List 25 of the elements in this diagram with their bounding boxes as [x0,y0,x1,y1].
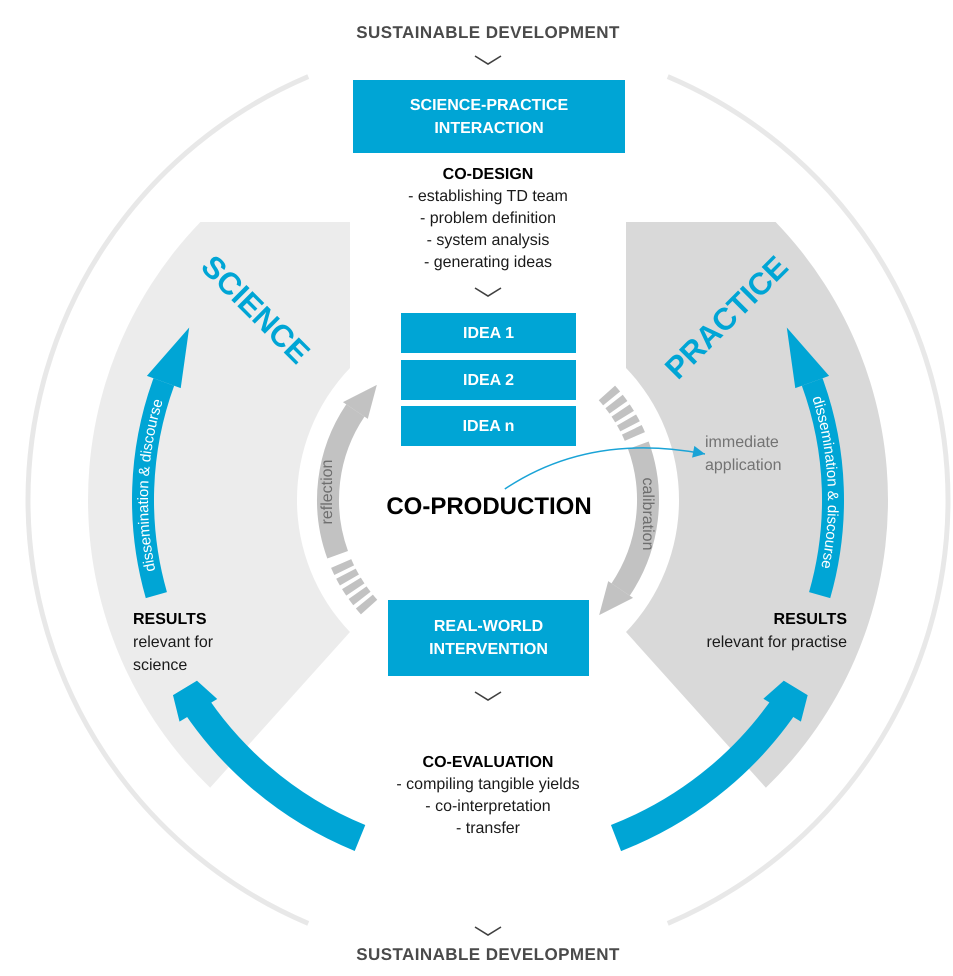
process-box: IDEA 1 [401,313,576,353]
list-item: - co-interpretation [425,797,551,817]
list-item: - system analysis [426,231,550,251]
list-item: - transfer [456,819,520,839]
list-item: - establishing TD team [408,187,568,207]
results-heading: RESULTS [133,610,206,630]
results-heading: RESULTS [774,610,847,630]
results-text: relevant for science [133,633,214,676]
heading-text: SUSTAINABLE DEVELOPMENT [355,944,621,966]
process-box: IDEA 2 [401,360,576,400]
heading-text: CO-PRODUCTION [376,489,602,525]
heading-text: SUSTAINABLE DEVELOPMENT [355,22,621,44]
results-text: relevant for practise [706,633,847,653]
list-item: - compiling tangible yields [396,775,580,795]
process-box: SCIENCE-PRACTICE INTERACTION [353,80,625,153]
arrow-label: calibration [638,477,656,550]
curved-arrow [504,446,706,490]
section-heading: CO-DESIGN [442,165,534,185]
process-box: IDEA n [401,406,576,446]
process-box: REAL-WORLD INTERVENTION [388,600,589,676]
note-text: immediate application [705,428,817,480]
section-heading: CO-EVALUATION [422,753,554,773]
arrow-label: reflection [319,459,338,524]
list-item: - generating ideas [424,253,552,273]
list-item: - problem definition [420,209,556,229]
